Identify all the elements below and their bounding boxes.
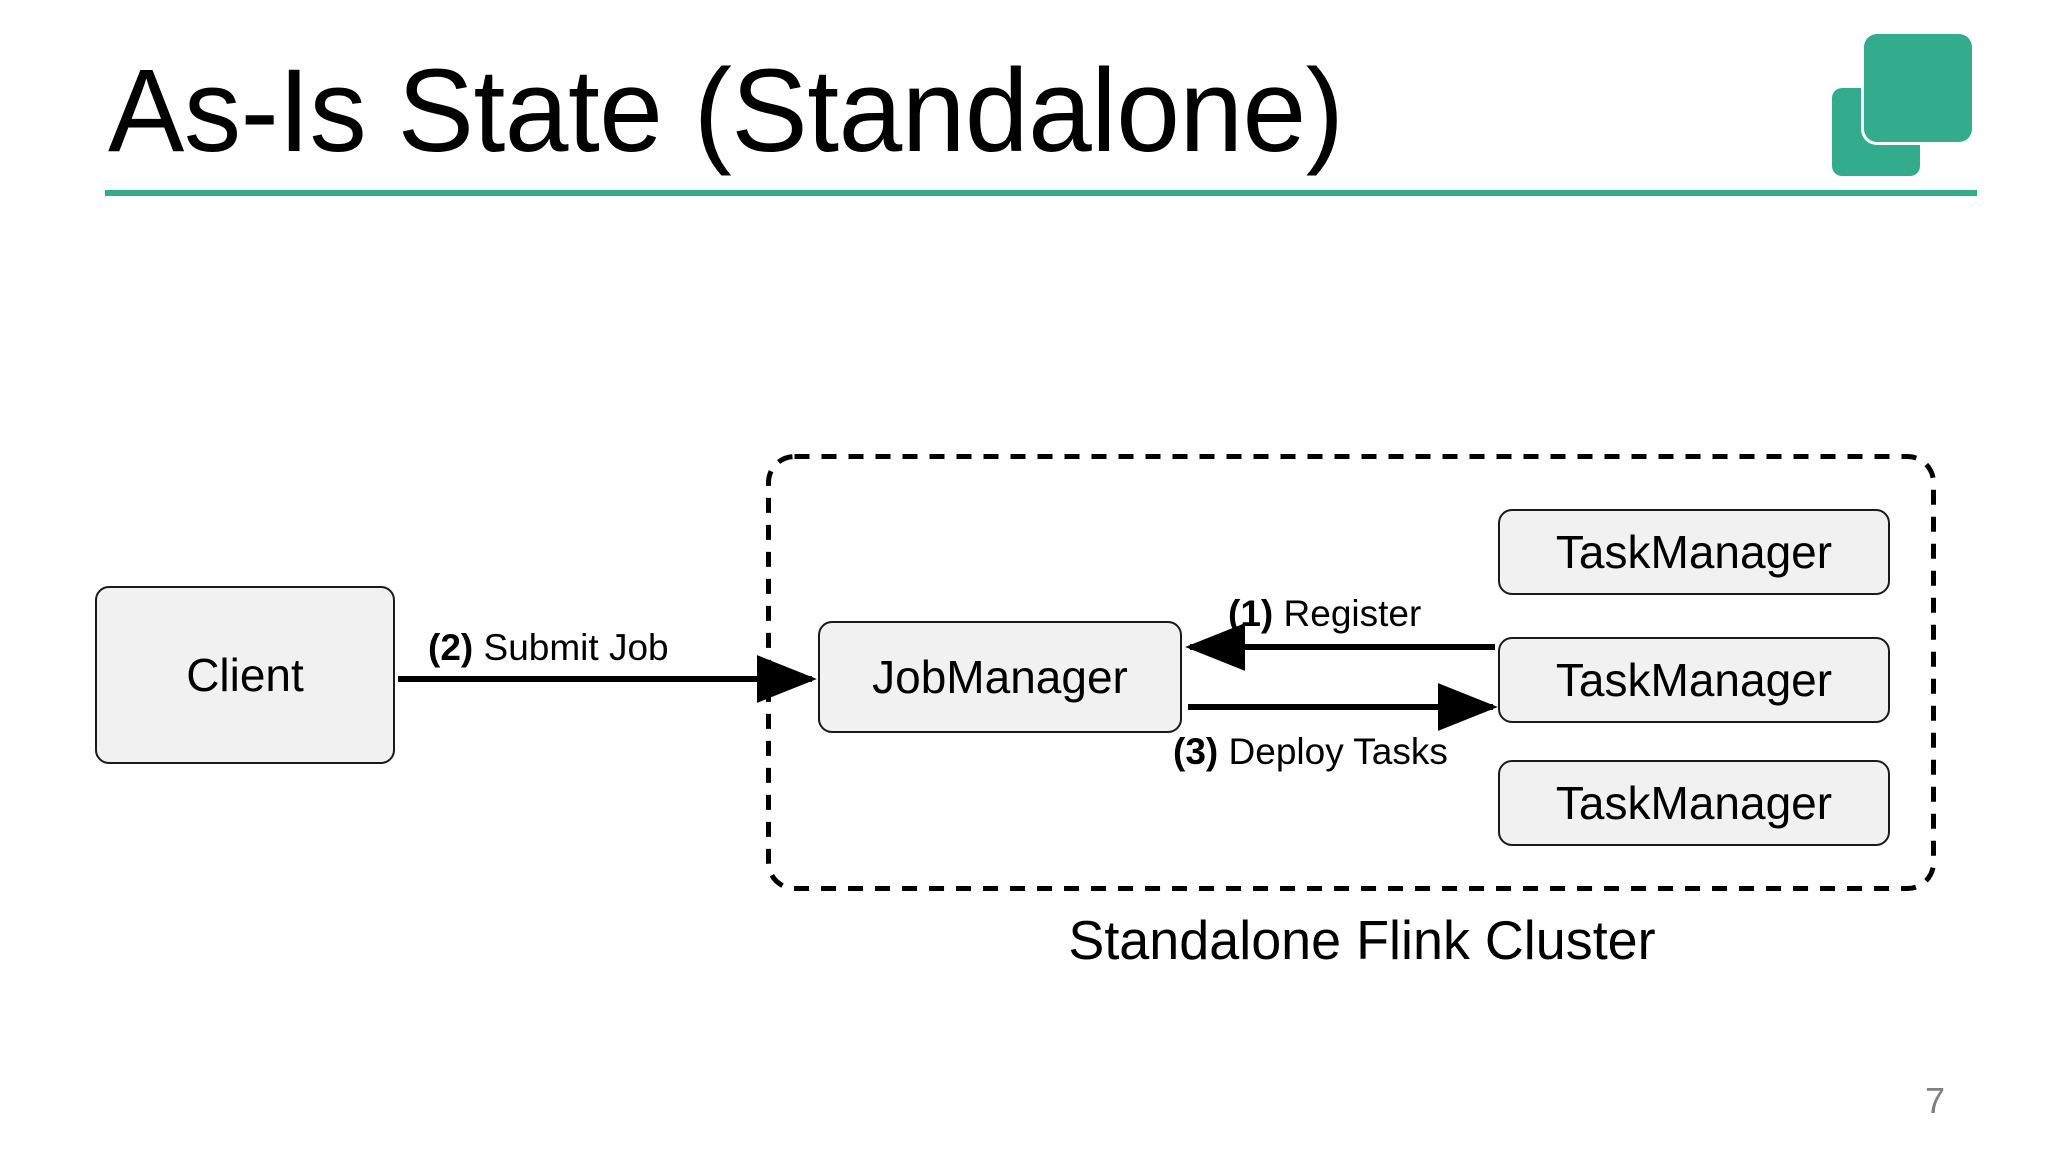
brand-logo-icon [1828,30,1980,180]
title-underline-rule [105,190,1977,196]
logo-square-front [1864,34,1972,142]
edge-step-3: (3) [1173,731,1219,772]
node-jobmanager-label: JobManager [872,651,1128,703]
node-client[interactable]: Client [95,586,395,764]
cluster-caption: Standalone Flink Cluster [1068,909,1656,971]
edge-step-1: (1) [1228,593,1274,634]
page-number: 7 [1924,1080,1946,1121]
node-client-label: Client [186,649,304,701]
edge-label-deploy-tasks: (3) Deploy Tasks [1173,730,1448,774]
page-title: As-Is State (Standalone) [108,45,1344,177]
edge-step-2: (2) [428,627,474,668]
edge-label-register: (1) Register [1228,592,1421,636]
node-taskmanager-3[interactable]: TaskManager [1498,760,1890,846]
edge-label-submit-job: (2) Submit Job [428,626,669,670]
node-jobmanager[interactable]: JobManager [818,621,1182,733]
node-taskmanager-1-label: TaskManager [1555,526,1833,578]
edge-text-submit-job: Submit Job [483,627,669,668]
node-taskmanager-2-label: TaskManager [1555,654,1833,706]
edge-text-register: Register [1283,593,1422,634]
edge-text-deploy-tasks: Deploy Tasks [1228,731,1448,772]
node-taskmanager-1[interactable]: TaskManager [1498,509,1890,595]
node-taskmanager-2[interactable]: TaskManager [1498,637,1890,723]
node-taskmanager-3-label: TaskManager [1555,777,1833,829]
